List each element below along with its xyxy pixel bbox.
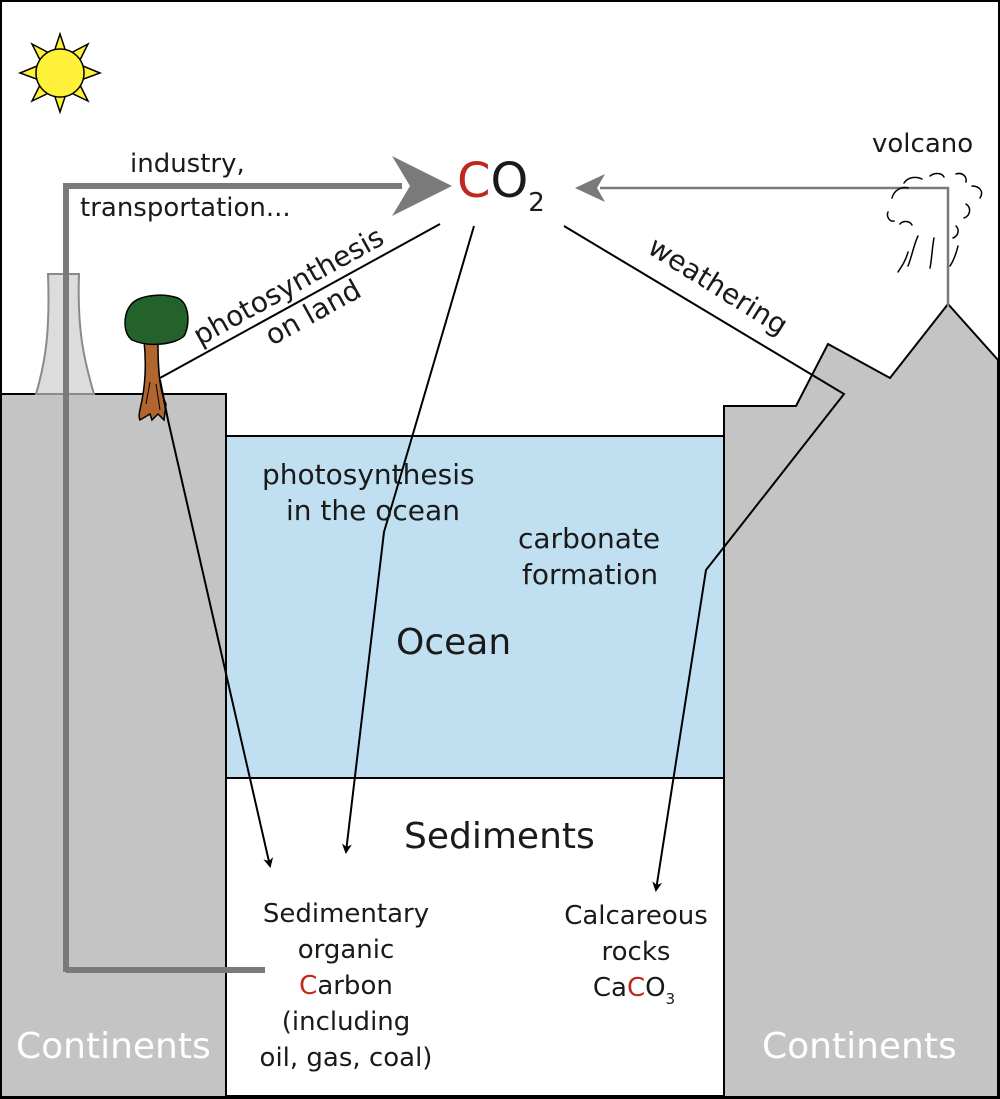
volcano-arrow	[600, 186, 950, 306]
sed-carbon-line2: organic	[298, 935, 395, 965]
sun-icon	[17, 31, 103, 115]
volcano-arrowhead	[575, 174, 605, 202]
calcareous-line1: Calcareous	[564, 901, 708, 931]
industry-arrow	[63, 183, 402, 973]
industry-label: industry,	[130, 149, 245, 179]
left-continent	[0, 393, 227, 1098]
carbonate-label: carbonate	[518, 522, 660, 555]
formation-label: formation	[522, 558, 658, 591]
photosynthesis-land-line	[159, 223, 441, 379]
volcano-plume-icon	[886, 172, 983, 273]
sediments-region	[224, 777, 726, 1097]
continents-left-label: Continents	[16, 1026, 211, 1067]
sed-carbon-line4: (including	[282, 1007, 411, 1037]
photosynthesis-ocean-arrow	[341, 225, 475, 854]
volcano-label: volcano	[872, 129, 973, 159]
photosynthesis-ocean-label: photosynthesis	[262, 458, 475, 491]
caco3-label: CaCO3	[593, 973, 675, 1008]
sed-carbon-line1: Sedimentary	[263, 899, 429, 929]
ocean-label: Ocean	[396, 622, 511, 663]
transportation-label: transportation...	[80, 193, 291, 223]
weathering-arrow	[563, 225, 846, 892]
sed-carbon-line5: oil, gas, coal)	[260, 1043, 433, 1073]
in-the-ocean-label: in the ocean	[286, 494, 460, 527]
tree-icon	[124, 294, 189, 422]
continents-right-label: Continents	[762, 1026, 957, 1067]
ocean-region	[224, 435, 726, 779]
sediments-label: Sediments	[404, 816, 595, 857]
industry-arrowhead	[392, 156, 452, 216]
co2-label: CO2	[457, 153, 545, 218]
calcareous-line2: rocks	[602, 937, 671, 967]
burial-arrow	[159, 379, 274, 868]
right-continent	[723, 302, 999, 1098]
sed-carbon-line3: Carbon	[299, 971, 393, 1001]
